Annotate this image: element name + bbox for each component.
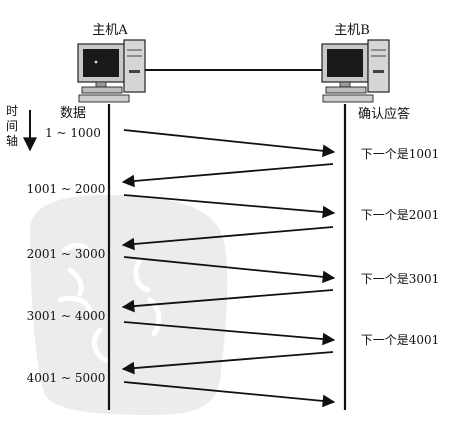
ack-arrow <box>121 226 334 251</box>
ack-arrow <box>121 163 334 188</box>
host-b-label: 主机B <box>334 23 370 38</box>
data-segment-arrow <box>123 256 336 284</box>
time-axis-char: 间 <box>6 119 18 133</box>
data-segment-arrow <box>123 194 336 219</box>
segment-label: 1 ~ 1000 <box>45 126 101 140</box>
time-axis-char: 轴 <box>6 133 18 148</box>
data-segment-arrow <box>123 129 336 158</box>
time-axis-char: 时 <box>6 104 18 118</box>
ack-label: 下一个是4001 <box>361 333 440 347</box>
ack-label: 下一个是3001 <box>361 272 440 286</box>
host-a-label: 主机A <box>92 23 128 38</box>
segment-label: 4001 ~ 5000 <box>27 371 106 385</box>
ack-label: 下一个是2001 <box>361 208 440 222</box>
data-segment-arrow <box>123 381 336 408</box>
segment-label: 3001 ~ 4000 <box>27 309 106 323</box>
data-column-header: 数据 <box>60 106 86 121</box>
segment-label: 1001 ~ 2000 <box>27 182 106 196</box>
ack-column-header: 确认应答 <box>358 106 410 122</box>
data-segment-arrow <box>123 321 336 346</box>
host-a-computer-icon <box>77 39 146 103</box>
ack-arrow <box>121 289 334 313</box>
time-axis: 时 间 轴 <box>6 104 37 152</box>
segment-label: 2001 ~ 3000 <box>27 247 106 261</box>
ack-label: 下一个是1001 <box>361 147 440 161</box>
ack-arrow <box>121 351 334 375</box>
host-b-computer-icon <box>321 39 390 103</box>
